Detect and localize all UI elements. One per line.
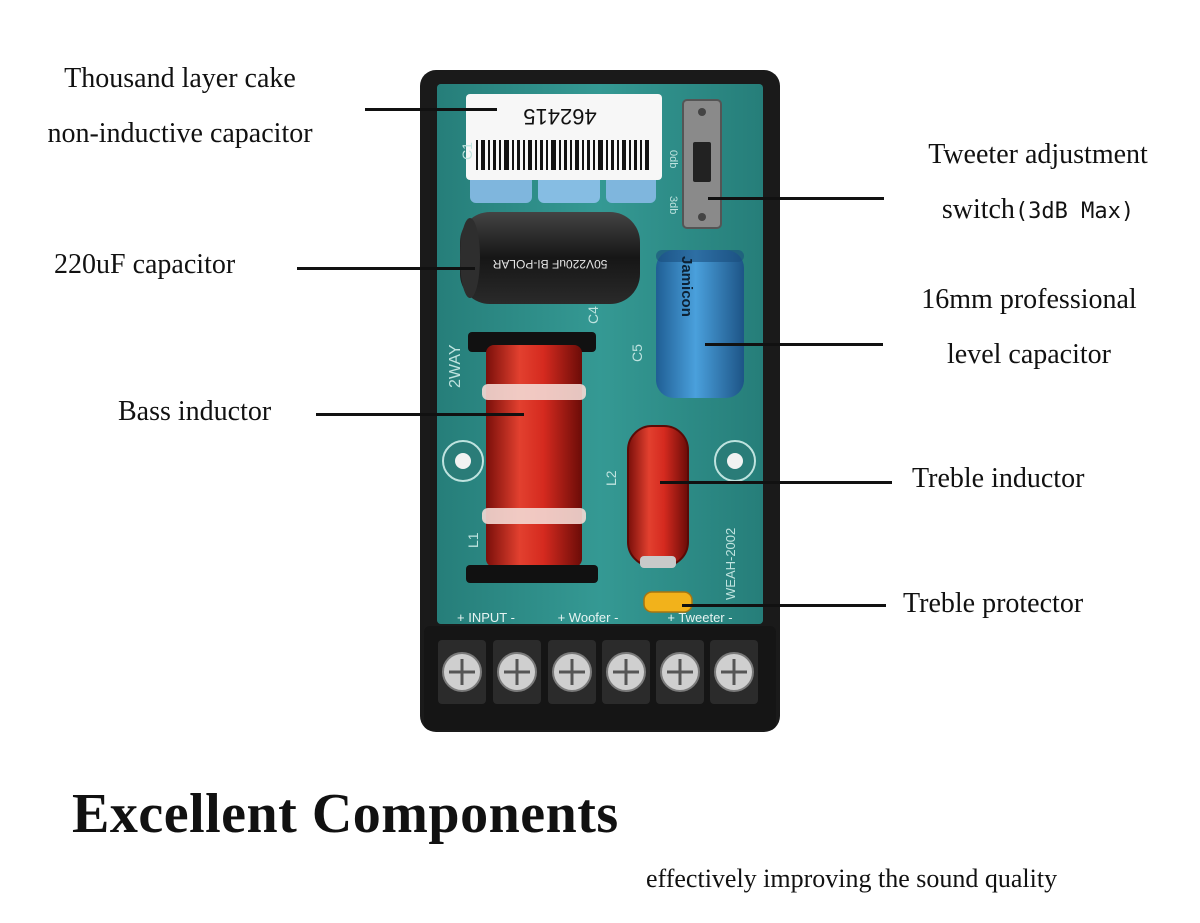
label-16mm-capacitor-line1: 16mm professional — [921, 284, 1137, 315]
label-220uf-capacitor: 220uF capacitor — [54, 249, 236, 280]
label-cake-capacitor-line1: Thousand layer cake — [64, 63, 296, 94]
sticker-number: 462415 — [523, 104, 596, 129]
c5-marking: C5 — [629, 344, 645, 362]
leader-tweeter-switch — [708, 197, 884, 200]
heading-excellent-components: Excellent Components — [72, 783, 619, 845]
bass-inductor-coil — [486, 345, 582, 567]
label-cake-capacitor: Thousand layer cake non-inductive capaci… — [20, 52, 340, 161]
switch-0db-marking: 0db — [667, 150, 679, 168]
capacitor-brand-print: Jamicon — [678, 256, 695, 317]
l2-marking: L2 — [603, 470, 619, 486]
blue-16mm-capacitor — [656, 250, 744, 398]
subheading-sound-quality: effectively improving the sound quality — [646, 864, 1058, 893]
leader-bass-inductor — [316, 413, 524, 416]
terminal-input-marking: + INPUT - — [457, 610, 515, 625]
terminal-tweeter-marking: + Tweeter - — [667, 610, 732, 625]
label-cake-capacitor-line2: non-inductive capacitor — [47, 117, 313, 149]
label-16mm-capacitor: 16mm professional level capacitor — [898, 273, 1160, 382]
leader-16mm-capacitor — [705, 343, 883, 346]
screw-terminals — [438, 640, 758, 704]
model-marking: WEAH-2002 — [723, 528, 738, 600]
treble-inductor-coil — [627, 425, 689, 567]
leader-cake-capacitor — [365, 108, 497, 111]
bass-inductor-bottom-flange — [466, 565, 598, 583]
label-tweeter-switch: Tweeter adjustment switch(3dB Max) — [896, 128, 1180, 237]
barcode-icon — [476, 140, 649, 170]
capacitor-220-print: 50V220uF BI-POLAR — [492, 257, 607, 271]
leader-treble-protector — [682, 604, 886, 607]
terminal-woofer-marking: + Woofer - — [558, 610, 619, 625]
label-tweeter-switch-line1: Tweeter adjustment — [928, 139, 1148, 170]
label-tweeter-switch-line2: switch — [941, 193, 1015, 225]
cable-tie-lower — [482, 508, 586, 524]
leader-treble-inductor — [660, 481, 892, 484]
label-bass-inductor: Bass inductor — [118, 396, 272, 427]
label-treble-protector: Treble protector — [903, 588, 1084, 619]
label-treble-inductor: Treble inductor — [912, 463, 1085, 494]
cable-tie-upper — [482, 384, 586, 400]
switch-3db-marking: 3db — [667, 196, 679, 214]
l1-marking: L1 — [465, 532, 481, 548]
black-220uf-capacitor — [460, 212, 640, 304]
leader-220uf-capacitor — [297, 267, 475, 270]
label-tweeter-switch-note: (3dB Max) — [1014, 198, 1135, 224]
label-16mm-capacitor-line2: level capacitor — [946, 338, 1111, 370]
treble-protector-component — [643, 591, 693, 613]
c4-marking: C4 — [585, 306, 601, 324]
two-way-marking: 2WAY — [447, 344, 464, 388]
c1-marking: C1 — [459, 142, 475, 160]
